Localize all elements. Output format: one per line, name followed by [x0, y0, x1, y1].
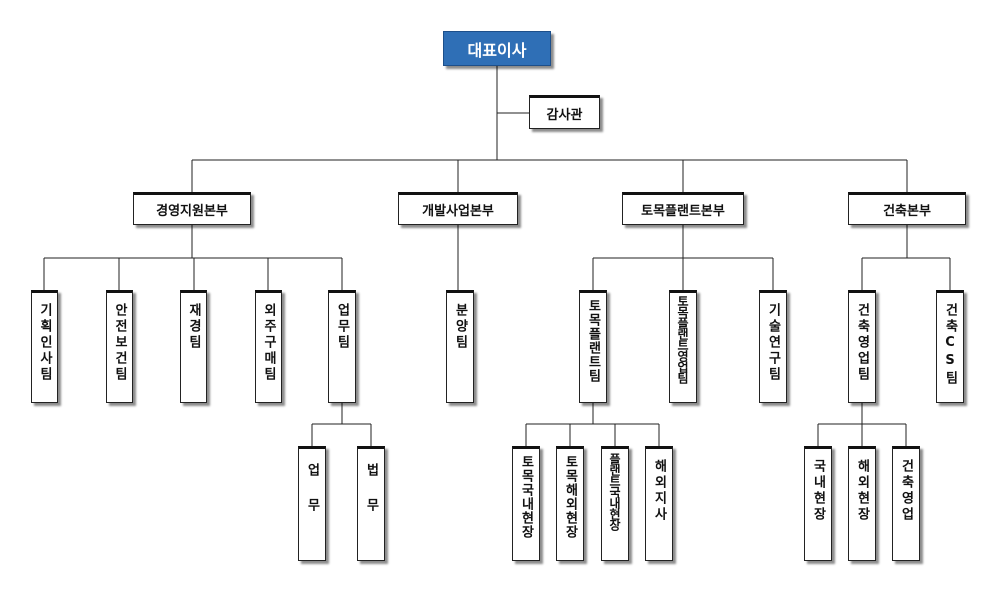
- unit-label: 플랜트국내현장: [607, 453, 622, 530]
- team-building-cs: 건축CS팀: [936, 290, 964, 403]
- division-management: 경영지원본부: [133, 192, 251, 225]
- team-label: 업무팀: [334, 303, 350, 351]
- auditor-box: 감사관: [529, 95, 600, 129]
- team-planning-hr: 기획인사팀: [31, 290, 58, 403]
- team-building-sales: 건축영업팀: [848, 290, 876, 403]
- unit-building-sales: 건축영업: [892, 446, 920, 561]
- team-label: 안전보건팀: [112, 303, 127, 383]
- team-sales: 분양팀: [446, 290, 474, 403]
- unit-overseas-branch: 해외지사: [645, 446, 673, 561]
- ceo-box: 대표이사: [443, 31, 551, 66]
- unit-label: 건축영업: [898, 459, 914, 523]
- unit-legal-affairs: 법무: [357, 446, 385, 561]
- team-civil-plant: 토목플랜트팀: [579, 290, 607, 403]
- team-procurement: 외주구매팀: [255, 290, 282, 403]
- team-label: 기획인사팀: [37, 303, 52, 383]
- team-civil-plant-sales: 토목플랜트영업팀: [669, 290, 697, 403]
- division-civil-plant: 토목플랜트본부: [622, 192, 744, 225]
- unit-label: 국내현장: [810, 459, 826, 523]
- unit-label: 법무: [363, 463, 379, 533]
- team-finance: 재경팀: [180, 290, 207, 403]
- team-label: 토목플랜트팀: [585, 299, 601, 383]
- division-development: 개발사업본부: [398, 192, 518, 225]
- team-label: 외주구매팀: [261, 303, 276, 383]
- team-label: 토목플랜트영업팀: [675, 295, 690, 383]
- unit-civil-overseas: 토목해외현장: [556, 446, 584, 561]
- team-tech-research: 기술연구팀: [759, 290, 787, 403]
- team-label: 분양팀: [452, 303, 468, 351]
- unit-domestic-site: 국내현장: [804, 446, 832, 561]
- team-label: 재경팀: [186, 303, 201, 351]
- team-label: 건축CS팀: [942, 303, 958, 387]
- team-label: 건축영업팀: [854, 303, 870, 383]
- unit-label: 업무: [304, 463, 320, 533]
- unit-business-affairs: 업무: [298, 446, 326, 561]
- unit-label: 해외현장: [854, 459, 870, 523]
- unit-label: 해외지사: [651, 459, 667, 523]
- unit-plant-domestic: 플랜트국내현장: [601, 446, 629, 561]
- team-safety: 안전보건팀: [106, 290, 133, 403]
- unit-label: 토목국내현장: [518, 455, 534, 539]
- unit-label: 토목해외현장: [562, 455, 578, 539]
- team-business: 업무팀: [328, 290, 356, 403]
- division-construction: 건축본부: [848, 192, 966, 225]
- unit-overseas-site: 해외현장: [848, 446, 876, 561]
- team-label: 기술연구팀: [765, 303, 781, 383]
- unit-civil-domestic: 토목국내현장: [512, 446, 540, 561]
